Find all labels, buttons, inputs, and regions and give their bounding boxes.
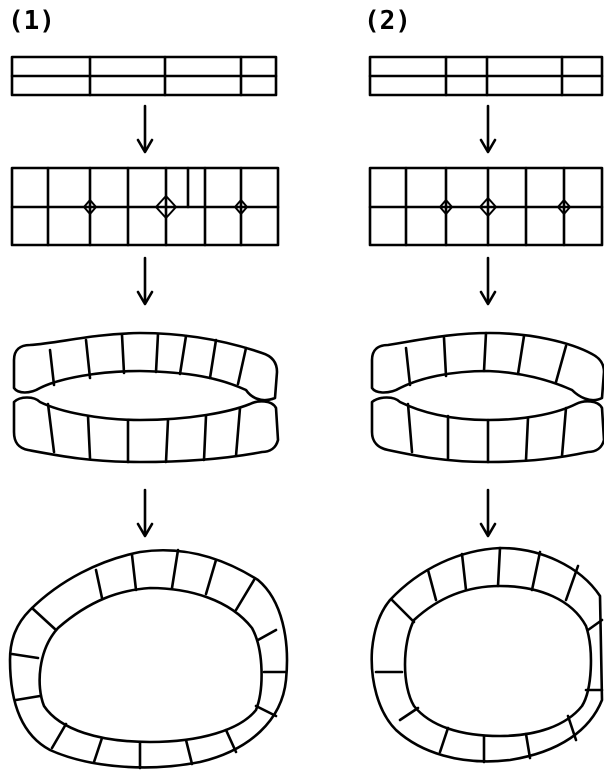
panel-2-arrow-2 xyxy=(481,258,495,304)
panel-1-stage-1-flat-layer xyxy=(12,57,276,95)
panel-2-stage-2-two-layers xyxy=(370,168,602,245)
panel-1-arrow-1 xyxy=(138,106,152,152)
panel-2-arrow-1 xyxy=(481,106,495,152)
panel-1-stage-4-ring xyxy=(10,550,287,768)
panel-2-stage-1-flat-layer xyxy=(370,57,602,95)
panel-1-arrow-3 xyxy=(138,490,152,536)
panel-2-stage-4-ring xyxy=(372,548,602,762)
panel-1-stage-3-separating-layers xyxy=(14,333,278,462)
panel-1-stage-2-two-layers xyxy=(12,168,278,245)
panel-1-arrow-2 xyxy=(138,258,152,304)
panel-2-arrow-3 xyxy=(481,490,495,536)
panel-2-stage-3-separating-layers xyxy=(372,333,604,462)
